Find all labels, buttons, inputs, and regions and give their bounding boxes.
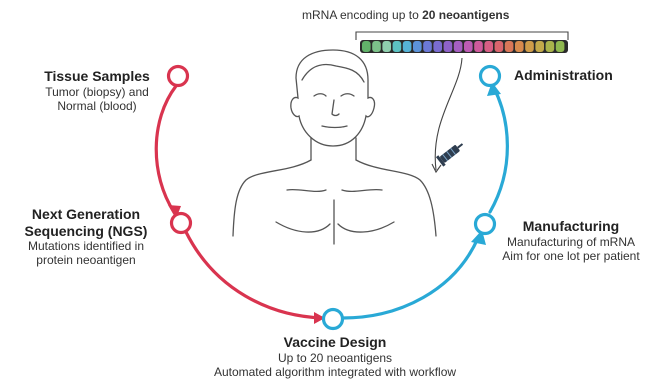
vaccine-title: Vaccine Design (170, 334, 500, 351)
pointer-arrowhead (432, 164, 441, 172)
workflow-arcs (156, 67, 507, 329)
vaccine-line-1: Up to 20 neoantigens (170, 351, 500, 365)
vaccine-design-label: Vaccine Design Up to 20 neoantigens Auto… (170, 334, 500, 379)
arc-manufacturing-to-administration (490, 88, 507, 212)
mrna-segment (464, 41, 473, 52)
mrna-segment (495, 41, 504, 52)
arc-vaccine-to-manufacturing (343, 238, 478, 318)
arc-ngs-to-vaccine (186, 232, 322, 318)
manufacturing-line-1: Manufacturing of mRNA (486, 235, 656, 249)
manufacturing-title: Manufacturing (486, 218, 656, 235)
manufacturing-label: Manufacturing Manufacturing of mRNA Aim … (486, 218, 656, 263)
mrna-segment (515, 41, 524, 52)
mrna-strand-icon (360, 40, 568, 53)
node-vaccine-design (324, 310, 343, 329)
tissue-line-2: Normal (blood) (22, 99, 172, 113)
node-administration (481, 67, 500, 86)
mrna-segment (413, 41, 422, 52)
node-ngs (172, 214, 191, 233)
mrna-segment (505, 41, 514, 52)
mrna-segment (525, 41, 534, 52)
tissue-title: Tissue Samples (22, 68, 172, 85)
ngs-title-1: Next Generation (6, 206, 166, 223)
mrna-bracket (356, 32, 568, 40)
ngs-line-2: protein neoantigen (6, 253, 166, 267)
mrna-segment (474, 41, 483, 52)
mrna-segment (382, 41, 391, 52)
mrna-segment (393, 41, 402, 52)
ngs-title-2: Sequencing (NGS) (6, 223, 166, 240)
tissue-samples-label: Tissue Samples Tumor (biopsy) and Normal… (22, 68, 172, 113)
administration-title: Administration (514, 67, 613, 84)
ngs-label: Next Generation Sequencing (NGS) Mutatio… (6, 206, 166, 267)
mrna-caption: mRNA encoding up to 20 neoantigens (302, 8, 509, 22)
vaccine-line-2: Automated algorithm integrated with work… (170, 365, 500, 379)
mrna-segment (556, 41, 565, 52)
manufacturing-line-2: Aim for one lot per patient (486, 249, 656, 263)
mrna-segment (454, 41, 463, 52)
mrna-segment (484, 41, 493, 52)
mrna-segment (423, 41, 432, 52)
mrna-segment (433, 41, 442, 52)
mrna-segment (444, 41, 453, 52)
tissue-line-1: Tumor (biopsy) and (22, 85, 172, 99)
syringe-icon (436, 139, 466, 166)
mrna-segment (546, 41, 555, 52)
mrna-segment (535, 41, 544, 52)
ngs-line-1: Mutations identified in (6, 239, 166, 253)
mrna-segment (362, 41, 371, 52)
mrna-segment (372, 41, 381, 52)
mrna-segment (403, 41, 412, 52)
caption-prefix: mRNA encoding up to (302, 8, 422, 22)
person-outline-icon (233, 50, 436, 244)
caption-bold: 20 neoantigens (422, 8, 509, 22)
administration-label: Administration (514, 67, 613, 84)
